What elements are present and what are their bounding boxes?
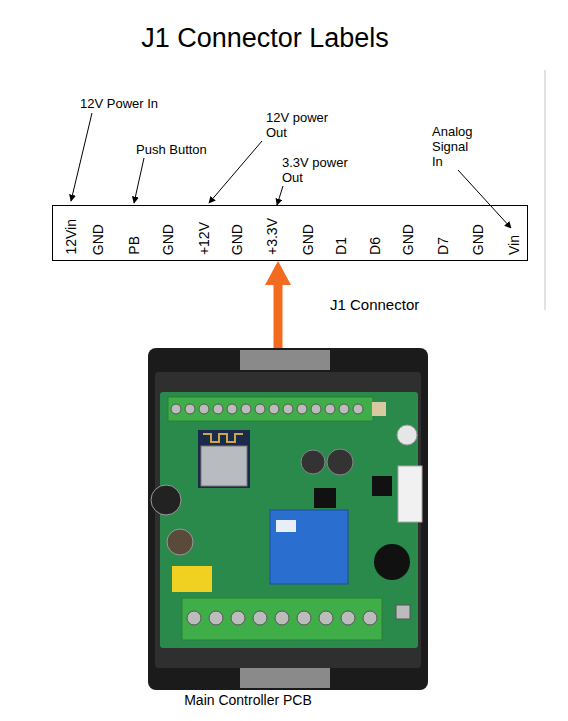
callout-label: Push Button: [136, 142, 236, 157]
capacitor: [167, 529, 193, 555]
callout-label: 12V Power In: [80, 96, 190, 111]
inductor: [314, 488, 336, 508]
led: [397, 425, 417, 445]
pin-name: GND: [160, 224, 176, 255]
terminal-block: [168, 397, 373, 421]
push-switch: [396, 605, 410, 619]
pin-header: [372, 476, 392, 496]
pin-name: PB: [126, 236, 142, 255]
leader-lines: [71, 113, 511, 228]
pin-name: +3.3V: [264, 218, 280, 255]
enclosure-gap: [240, 668, 330, 688]
arrow-label: J1 Connector: [330, 296, 419, 314]
antenna: [203, 434, 243, 442]
module-shield: [201, 446, 247, 486]
pin-label-strip: 12Vin GND PB GND +12V GND +3.3V GND D1 D6 GND D7 GND…: [52, 205, 528, 261]
leader-line: [277, 186, 283, 205]
terminal-screws: [171, 404, 363, 414]
white-connector: [398, 466, 422, 522]
leader-line: [71, 113, 92, 201]
pin-name: +12V: [196, 222, 212, 255]
enclosure-gap: [240, 350, 330, 370]
small-part: [372, 402, 386, 416]
pin-name: D7: [435, 237, 451, 255]
buzzer: [374, 544, 410, 580]
capacitor: [301, 450, 325, 474]
pcb-board: [160, 392, 418, 648]
pointer-arrow: [274, 285, 283, 348]
terminal-screws: [187, 611, 377, 625]
pcb-photo: [148, 348, 428, 690]
enclosure: [148, 348, 428, 690]
pin-name: GND: [300, 224, 316, 255]
pin-name: GND: [470, 224, 486, 255]
relay: [270, 510, 348, 584]
leader-line: [209, 141, 262, 203]
pin-name: D1: [333, 237, 349, 255]
caption-text: Main Controller PCB: [108, 692, 388, 709]
controller-pcb: Main Controller PCB: [148, 348, 428, 690]
leader-line: [458, 170, 511, 228]
pin-name: 12Vin: [63, 219, 79, 255]
crop-edge: [544, 70, 546, 310]
pin-name: GND: [90, 224, 106, 255]
diagram-title: J1 Connector Labels: [0, 22, 530, 54]
callout-label: 3.3V power Out: [282, 155, 364, 185]
pin-name: D6: [367, 237, 383, 255]
capacitor: [327, 449, 353, 475]
callout-label: 12V power Out: [266, 110, 351, 140]
transformer: [172, 566, 212, 592]
callout-label: Analog Signal In: [432, 124, 478, 169]
pin-name: GND: [400, 224, 416, 255]
wifi-module: [198, 430, 250, 488]
relay-logo: [276, 520, 296, 532]
leader-line: [134, 158, 144, 203]
pin-name: Vin: [506, 235, 522, 255]
pin-name: GND: [229, 224, 245, 255]
capacitor: [151, 485, 181, 515]
enclosure-inner: [155, 372, 421, 668]
terminal-block: [182, 598, 382, 640]
